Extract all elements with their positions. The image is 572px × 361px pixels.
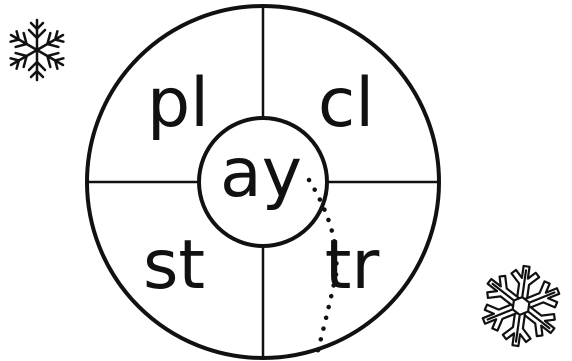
segment-top-right-text: cl bbox=[318, 64, 374, 143]
segment-bottom-left-text: st bbox=[143, 226, 205, 305]
snowflake-icon bbox=[7, 20, 67, 80]
segment-bottom-right-text: tr bbox=[325, 226, 380, 305]
segment-top-left-text: pl bbox=[147, 64, 209, 143]
snowflake-icon bbox=[474, 261, 568, 352]
center-sound-text: ay bbox=[220, 134, 302, 213]
